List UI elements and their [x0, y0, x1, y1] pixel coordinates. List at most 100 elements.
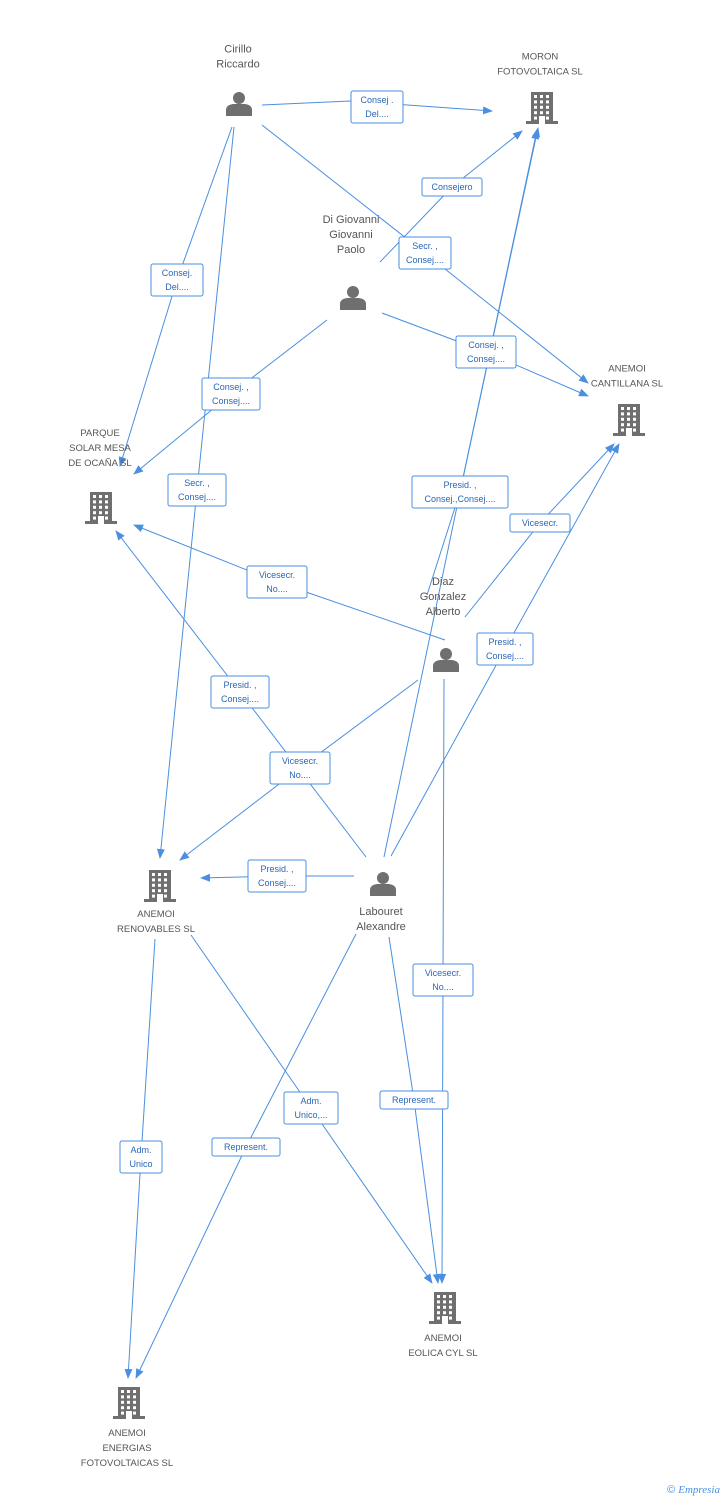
node-label: Cirillo	[224, 44, 252, 56]
edge-label-box	[269, 751, 331, 785]
edge-label-text: Presid. ,	[488, 637, 521, 647]
edge-label-text: Del....	[365, 109, 389, 119]
edge-label-text: Consej....	[178, 492, 216, 502]
company-node-cantillana[interactable]: ANEMOI CANTILLANA SL	[591, 364, 663, 437]
edge-label-diaz-to-renovables[interactable]: Vicesecr.No....	[269, 751, 331, 785]
edge-label-box	[421, 177, 483, 197]
node-label: Paolo	[337, 244, 365, 256]
edge-label-labouret-to-energias[interactable]: Represent.	[211, 1137, 281, 1157]
node-label: DE OCAÑA SL	[68, 458, 131, 469]
edge-label-box	[476, 632, 534, 666]
edge-label-text: Vicesecr.	[522, 518, 558, 528]
edge-label-box	[350, 90, 404, 124]
edge-label-cirillo-to-cantillana[interactable]: Secr. , Consej....	[398, 236, 452, 270]
edge-label-digiovanni-to-parque[interactable]: Consej. , Consej....	[201, 377, 261, 411]
edge-label-box	[283, 1091, 339, 1125]
person-icon	[226, 92, 252, 116]
edge-label-box	[379, 1090, 449, 1110]
edge-label-renovables-to-eolica[interactable]: Adm.Unico,...	[283, 1091, 339, 1125]
edge-cirillo-to-moron[interactable]	[261, 100, 493, 115]
node-label: FOTOVOLTAICAS SL	[81, 1458, 173, 1469]
edge-label-text: No....	[289, 770, 311, 780]
edge-label-text: Secr. ,	[412, 241, 438, 251]
edge-label-text: Consej....	[212, 396, 250, 406]
edge-label-labouret-to-parque[interactable]: Presid. ,Consej....	[210, 675, 270, 709]
node-label: FOTOVOLTAICA SL	[497, 67, 583, 78]
edge-label-digiovanni-to-cantillana[interactable]: Consej. , Consej....	[455, 335, 517, 369]
brand-watermark: ©Empresia	[667, 1484, 720, 1496]
edge-label-box	[247, 859, 307, 893]
person-icon	[433, 648, 459, 672]
edge-label-diaz-to-parque[interactable]: Vicesecr. No....	[246, 565, 308, 599]
edge-label-text: Consej. ,	[468, 340, 504, 350]
node-label: CANTILLANA SL	[591, 379, 663, 390]
edge-label-text: Unico,...	[294, 1110, 327, 1120]
edge-label-text: No....	[266, 584, 288, 594]
node-label: ANEMOI	[108, 1428, 145, 1439]
edge-label-digiovanni-to-moron[interactable]: Consejero	[421, 177, 483, 197]
edge-label-text: Presid. ,	[260, 864, 293, 874]
building-icon	[85, 492, 117, 524]
edge-label-box	[210, 675, 270, 709]
node-label: Alberto	[426, 606, 461, 618]
building-icon	[526, 92, 558, 124]
edge-label-box	[201, 377, 261, 411]
node-label: Diaz	[432, 576, 454, 588]
edge-label-text: Vicesecr.	[259, 570, 295, 580]
edge-label-cirillo-to-moron[interactable]: Consej . Del....	[350, 90, 404, 124]
node-label: ENERGIAS	[102, 1443, 151, 1454]
edge-label-labouret-to-renovables[interactable]: Presid. , Consej....	[247, 859, 307, 893]
node-label: Di Giovanni	[323, 214, 380, 226]
edge-label-diaz-to-cantillana[interactable]: Vicesecr.	[509, 513, 571, 533]
edge-label-box	[150, 263, 204, 297]
node-label: PARQUE	[80, 428, 119, 439]
edge-label-box	[412, 963, 474, 997]
edge-label-box	[246, 565, 308, 599]
edge-label-text: Consej.,Consej....	[424, 494, 495, 504]
edge-label-text: Unico	[129, 1159, 152, 1169]
edge-label-text: Consej....	[406, 255, 444, 265]
edge-label-text: Secr. ,	[184, 478, 210, 488]
edge-label-cirillo-to-renovables[interactable]: Secr. , Consej....	[167, 473, 227, 507]
edge-label-text: Consej....	[486, 651, 524, 661]
person-icon	[340, 286, 366, 310]
edge-label-text: Represent.	[392, 1095, 436, 1105]
edge-label-box	[398, 236, 452, 270]
edge-label-text: Consej....	[467, 354, 505, 364]
edge-label-text: Consej .	[360, 95, 393, 105]
copyright-symbol: ©	[667, 1484, 676, 1496]
edge-label-diaz-to-eolica[interactable]: Vicesecr. No....	[412, 963, 474, 997]
edge-label-renovables-to-energias[interactable]: Adm. Unico	[119, 1140, 163, 1174]
edge-label-text: Consejero	[431, 182, 472, 192]
edge-label-text: Consej....	[258, 878, 296, 888]
edge-label-box	[455, 335, 517, 369]
edge-label-text: No....	[432, 982, 454, 992]
edge-label-text: Presid. ,	[223, 680, 256, 690]
node-label: ANEMOI	[608, 364, 645, 375]
edge-label-diaz-to-moron[interactable]: Presid. , Consej.,Consej....	[411, 475, 509, 509]
edge-label-labouret-to-cantillana[interactable]: Presid. , Consej....	[476, 632, 534, 666]
person-icon	[370, 872, 396, 896]
edge-label-text: Adm.	[130, 1145, 151, 1155]
node-label: RENOVABLES SL	[117, 924, 195, 935]
edge-label-text: Consej. ,	[213, 382, 249, 392]
edge-label-box	[509, 513, 571, 533]
edge-label-text: Consej.	[162, 268, 193, 278]
edge-label-cirillo-to-parque[interactable]: Consej.Del....	[150, 263, 204, 297]
node-label: Labouret	[359, 906, 402, 918]
edge-label-text: Vicesecr.	[425, 968, 461, 978]
edge-label-text: Presid. ,	[443, 480, 476, 490]
edge-label-labouret-to-eolica[interactable]: Represent.	[379, 1090, 449, 1110]
company-node-energias[interactable]: ANEMOI ENERGIAS FOTOVOLTAICAS SL	[81, 1387, 173, 1469]
